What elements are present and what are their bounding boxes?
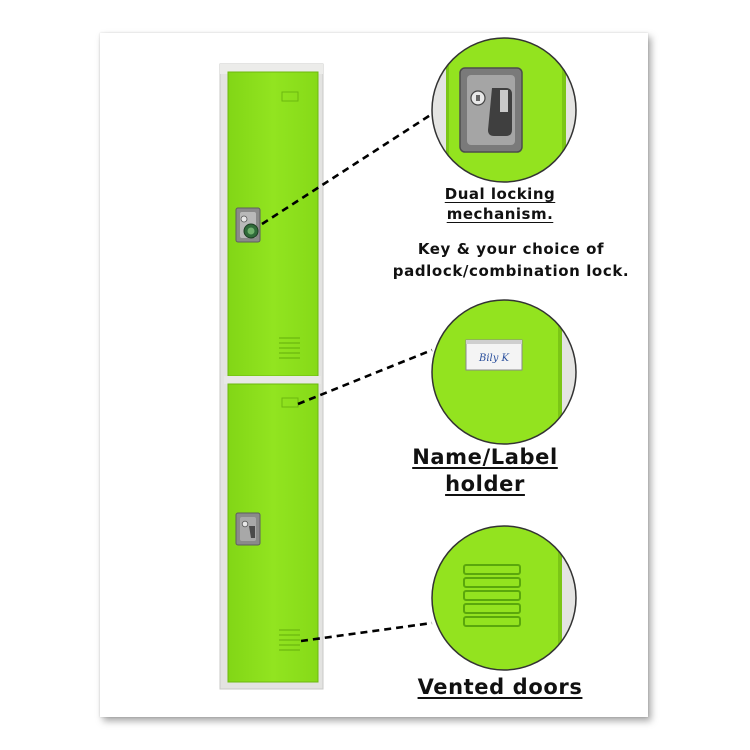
dual-locking-title-line2: mechanism. <box>446 205 554 223</box>
vent-slots-icon <box>279 337 300 359</box>
dual-locking-description: Key & your choice of padlock/combination… <box>350 238 672 282</box>
key-lock-icon <box>235 512 261 546</box>
label-holder-icon <box>281 91 299 102</box>
leader-lines <box>261 112 433 643</box>
vent-slots-icon <box>463 564 521 627</box>
leader-line-vent <box>300 621 433 643</box>
dual-locking-title: Dual locking mechanism. <box>400 184 600 224</box>
upper-door <box>227 71 319 377</box>
vented-doors-title: Vented doors <box>400 674 600 701</box>
name-label-title-line2: holder <box>445 472 525 496</box>
zoom-circle-vents <box>431 525 577 671</box>
leader-line-lock <box>261 112 433 226</box>
name-label-title-line1: Name/Label <box>412 445 558 469</box>
name-label-title: Name/Label holder <box>400 444 570 498</box>
vented-doors-title-text: Vented doors <box>417 675 583 699</box>
vent-slots-icon <box>279 629 300 651</box>
label-card-signature: Bily K <box>478 353 510 364</box>
dual-locking-title-line1: Dual locking <box>444 185 556 203</box>
dual-locking-desc-line2: padlock/combination lock. <box>392 262 630 280</box>
zoom-circle-label: Bily K <box>431 299 577 445</box>
label-holder-icon <box>281 397 299 408</box>
leader-line-label <box>297 348 433 406</box>
locker <box>219 63 324 690</box>
dual-lock-icon <box>235 207 261 243</box>
zoom-circle-lock <box>431 37 577 183</box>
dual-locking-desc-line1: Key & your choice of <box>417 240 605 258</box>
